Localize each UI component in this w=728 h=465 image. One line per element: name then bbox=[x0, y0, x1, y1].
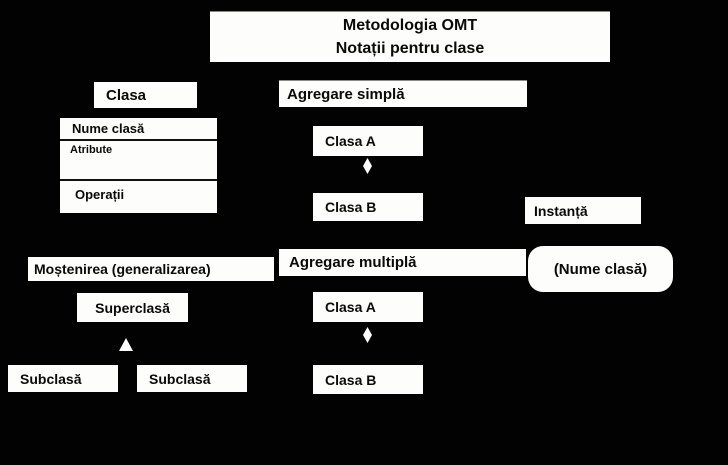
class-attributes-label: Atribute bbox=[70, 144, 113, 156]
multiple-aggregation-class-b-label: Clasa B bbox=[325, 371, 377, 388]
class-name-compartment: Nume clasă bbox=[60, 118, 217, 139]
class-operations-compartment: Operații bbox=[60, 179, 217, 213]
class-notation-heading-label: Clasa bbox=[106, 86, 147, 104]
simple-aggregation-class-b-label: Clasa B bbox=[325, 199, 377, 215]
class-notation-heading: Clasa bbox=[94, 82, 197, 108]
class-structure-box: Nume clasă Atribute Operații bbox=[60, 118, 217, 213]
inheritance-superclass-box: Superclasă bbox=[77, 293, 188, 322]
instance-example-box: (Nume clasă) bbox=[528, 246, 673, 292]
inheritance-subclass-left-label: Subclasă bbox=[20, 370, 82, 387]
instance-heading: Instanță bbox=[525, 197, 641, 224]
inheritance-subclass-right-label: Subclasă bbox=[149, 370, 211, 387]
inheritance-heading: Moștenirea (generalizarea) bbox=[28, 257, 274, 281]
aggregation-diamond-icon bbox=[363, 327, 372, 343]
aggregation-diamond-icon bbox=[363, 158, 372, 174]
multiple-aggregation-heading: Agregare multiplă bbox=[279, 249, 526, 276]
inheritance-superclass-label: Superclasă bbox=[95, 299, 170, 316]
multiple-aggregation-class-a-box: Clasa A bbox=[313, 292, 423, 322]
simple-aggregation-heading: Agregare simplă bbox=[279, 80, 527, 107]
instance-heading-label: Instanță bbox=[534, 202, 588, 219]
inheritance-heading-label: Moștenirea (generalizarea) bbox=[34, 261, 211, 277]
simple-aggregation-class-a-box: Clasa A bbox=[313, 126, 423, 156]
class-attributes-compartment: Atribute bbox=[60, 139, 217, 179]
multiple-aggregation-class-b-box: Clasa B bbox=[313, 365, 423, 394]
simple-aggregation-class-b-box: Clasa B bbox=[313, 193, 423, 221]
class-operations-label: Operații bbox=[75, 187, 125, 202]
inheritance-subclass-left-box: Subclasă bbox=[8, 365, 118, 392]
multiple-aggregation-class-a-label: Clasa A bbox=[325, 299, 376, 315]
diagram-title-line2: Notații pentru clase bbox=[335, 40, 485, 57]
class-name-label: Nume clasă bbox=[72, 121, 145, 136]
inheritance-triangle-icon bbox=[119, 338, 133, 351]
instance-example-label: (Nume clasă) bbox=[553, 260, 648, 278]
diagram-title-line1: Metodologia OMT bbox=[342, 17, 478, 34]
simple-aggregation-class-a-label: Clasa A bbox=[325, 133, 376, 149]
multiple-aggregation-heading-label: Agregare multiplă bbox=[289, 254, 417, 271]
diagram-title: Metodologia OMT Notații pentru clase bbox=[210, 11, 610, 62]
simple-aggregation-heading-label: Agregare simplă bbox=[287, 85, 405, 103]
inheritance-subclass-right-box: Subclasă bbox=[137, 365, 247, 392]
